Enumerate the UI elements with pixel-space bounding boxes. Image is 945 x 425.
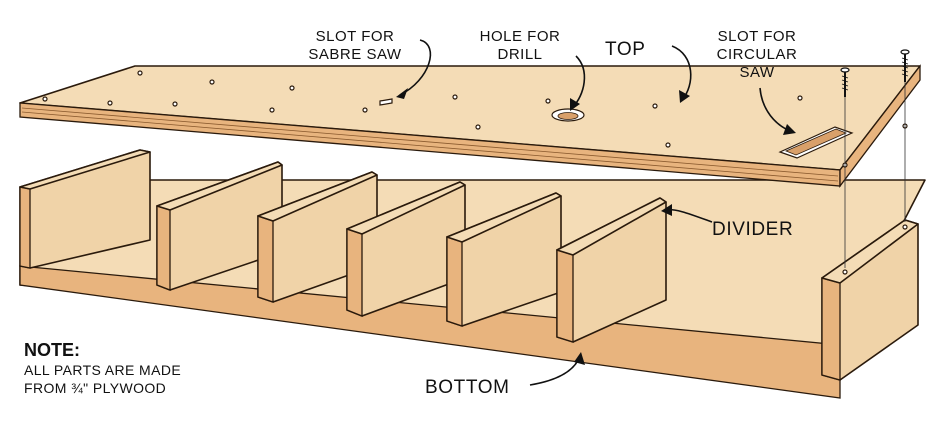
label-slot-sabre-line1: SLOT FOR xyxy=(316,28,395,45)
left-end-panel-edge xyxy=(19,186,31,269)
top-screw-holes xyxy=(42,70,908,168)
label-hole-drill-line2: DRILL xyxy=(497,46,542,63)
left-end-panel xyxy=(19,149,151,269)
divider-panel xyxy=(346,181,466,317)
sabre-saw-slot-icon xyxy=(379,98,393,106)
label-bottom: BOTTOM xyxy=(425,377,510,398)
label-slot-circular-line1: SLOT FOR xyxy=(718,28,797,45)
label-slot-sabre-line2: SABRE SAW xyxy=(308,46,401,63)
screw-icon xyxy=(900,49,910,222)
divider-panel xyxy=(446,192,562,327)
label-slot-circular-line3: SAW xyxy=(739,64,774,81)
left-end-panel-top xyxy=(19,149,151,190)
callout-labels: SLOT FOR SABRE SAW HOLE FOR DRILL TOP SL… xyxy=(308,28,798,398)
right-end-panel xyxy=(821,219,919,381)
screw-hole-icon xyxy=(842,269,848,275)
top-panel xyxy=(19,64,921,188)
leader-lines xyxy=(396,39,796,386)
screw-icon xyxy=(840,67,850,268)
note-block: NOTE: ALL PARTS ARE MADE FROM ¾" PLYWOOD xyxy=(24,340,181,396)
divider-panel xyxy=(556,197,667,343)
leader-sabre-saw xyxy=(399,39,432,96)
label-slot-circular-line2: CIRCULAR xyxy=(717,46,798,63)
note-title: NOTE: xyxy=(24,340,80,360)
dividers xyxy=(156,161,667,343)
label-divider: DIVIDER xyxy=(712,219,793,240)
screws xyxy=(840,49,910,268)
screw-hole-icon xyxy=(902,224,908,230)
top-panel-side-edge xyxy=(839,64,921,188)
note-line1: ALL PARTS ARE MADE xyxy=(24,362,181,378)
label-top: TOP xyxy=(605,39,646,60)
note-line2: FROM ¾" PLYWOOD xyxy=(24,380,166,396)
label-hole-drill-line1: HOLE FOR xyxy=(480,28,561,45)
